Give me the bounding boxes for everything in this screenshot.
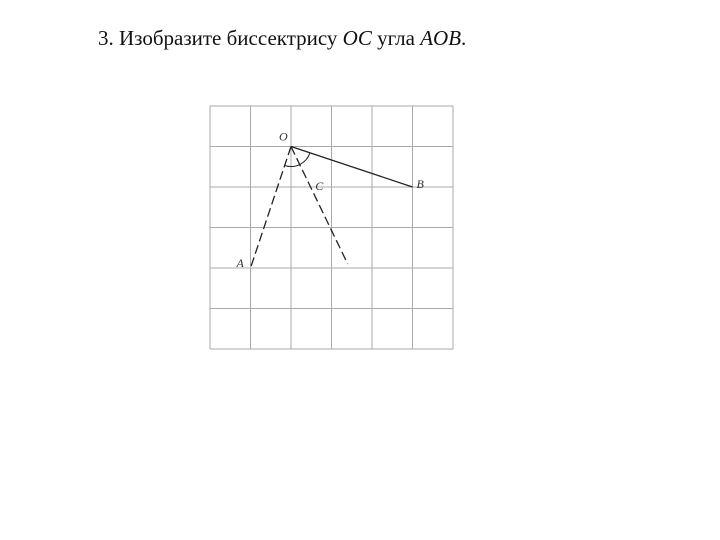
task-text-middle: угла xyxy=(377,26,415,50)
task-number: 3. xyxy=(98,26,114,50)
ray-OC xyxy=(290,146,349,265)
angle-name: AOB xyxy=(420,26,462,50)
angle-rays xyxy=(249,145,413,269)
angle-arc xyxy=(284,152,311,167)
square-grid xyxy=(209,105,454,350)
ray-OB xyxy=(290,145,413,188)
point-label-b: B xyxy=(417,177,425,191)
point-label-c: C xyxy=(315,179,324,193)
task-text-end: . xyxy=(461,26,467,50)
point-label-a: A xyxy=(236,256,245,270)
task-text-before: Изобразите биссектрису xyxy=(119,26,338,50)
point-label-o: O xyxy=(279,130,288,144)
bisector-name: OC xyxy=(342,26,372,50)
task-statement: 3. Изобразите биссектрису OC угла AOB. xyxy=(98,26,466,51)
ray-OA xyxy=(249,146,292,269)
